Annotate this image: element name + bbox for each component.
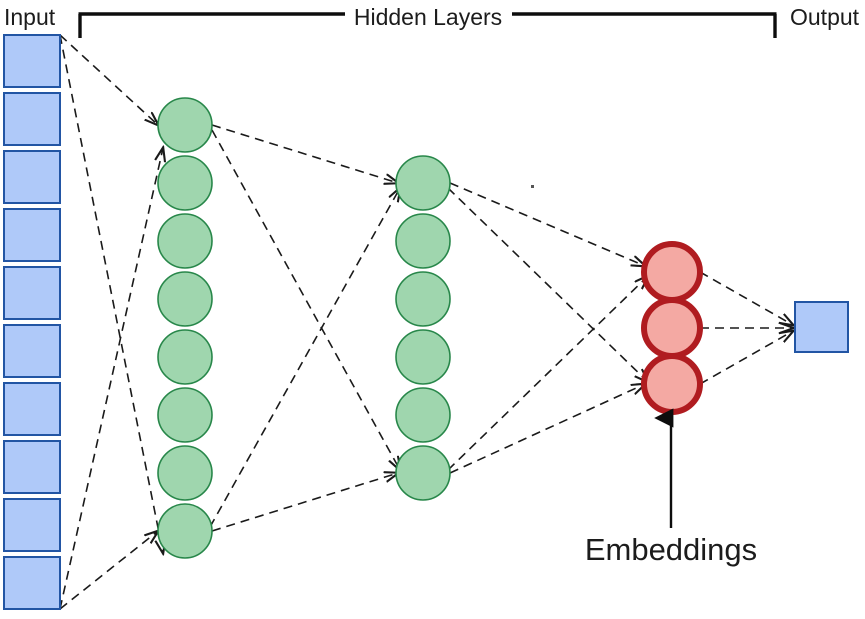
hidden-layer-2-node-5 <box>395 445 451 501</box>
output-layer-label: Output <box>790 4 860 30</box>
connection-hidden1-7-to-hidden2-5 <box>211 473 398 532</box>
input-layer-node-7 <box>3 440 61 494</box>
input-layer-node-5 <box>3 324 61 378</box>
hidden-layer-1-node-4 <box>157 329 213 385</box>
hidden-layer-1-node-6 <box>157 445 213 501</box>
embedding-layer-node-0 <box>641 241 703 303</box>
input-layer-node-0 <box>3 34 61 88</box>
hidden-layers-bracket <box>78 12 777 38</box>
hidden-layer-1-node-5 <box>157 387 213 443</box>
hidden-layer-2-node-4 <box>395 387 451 443</box>
embedding-layer-node-2 <box>641 353 703 415</box>
layer-nodes <box>3 34 849 610</box>
hidden-layer-1-node-2 <box>157 213 213 269</box>
connection-hidden2-0-to-embed-0 <box>449 182 645 266</box>
hidden-layer-2-node-0 <box>395 155 451 211</box>
input-layer-node-6 <box>3 382 61 436</box>
connection-hidden1-0-to-hidden2-0 <box>211 124 398 183</box>
stray-dot <box>531 185 534 188</box>
connection-lines <box>59 34 793 610</box>
connection-hidden1-0-to-hidden2-5 <box>211 129 400 470</box>
hidden-layer-1-node-0 <box>157 97 213 153</box>
input-layer-node-4 <box>3 266 61 320</box>
connection-embed-2-to-output-0 <box>699 331 793 385</box>
connection-hidden2-5-to-embed-2 <box>449 384 645 474</box>
hidden-layer-2-node-2 <box>395 271 451 327</box>
connection-hidden2-0-to-embed-2 <box>447 187 648 382</box>
input-layer-node-2 <box>3 150 61 204</box>
connection-input-0-to-hidden1-0 <box>59 34 158 125</box>
input-layer-node-8 <box>3 498 61 552</box>
connection-embed-0-to-output-0 <box>699 271 793 325</box>
hidden-layer-1-node-3 <box>157 271 213 327</box>
connection-input-0-to-hidden1-7 <box>59 34 163 553</box>
hidden-layer-2-node-3 <box>395 329 451 385</box>
input-layer-node-3 <box>3 208 61 262</box>
input-layer-node-9 <box>3 556 61 610</box>
connection-hidden2-5-to-embed-0 <box>447 276 648 471</box>
hidden-layer-1-node-1 <box>157 155 213 211</box>
output-layer-node-0 <box>794 301 849 353</box>
hidden-layers-label: Hidden Layers <box>354 4 502 30</box>
input-layer-label: Input <box>4 4 56 30</box>
hidden-layer-2-node-1 <box>395 213 451 269</box>
connection-input-9-to-hidden1-7 <box>59 531 158 610</box>
input-layer-node-1 <box>3 92 61 146</box>
connection-hidden1-7-to-hidden2-0 <box>209 188 400 528</box>
stray-dot-artifact <box>531 185 534 188</box>
connection-input-9-to-hidden1-0 <box>59 148 163 610</box>
embedding-layer-node-1 <box>641 297 703 359</box>
embeddings-label: Embeddings <box>585 532 757 567</box>
hidden-layer-1-node-7 <box>157 503 213 559</box>
